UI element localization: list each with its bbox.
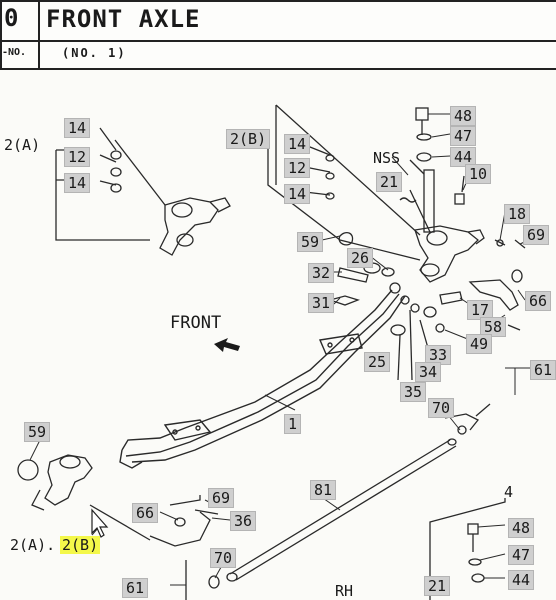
knuckle-lower-left (17, 454, 220, 600)
callout-12: 12 (284, 158, 311, 178)
leader-lines (29, 113, 541, 586)
page-subtitle: (NO. 1) (62, 46, 127, 60)
page-title: FRONT AXLE (46, 5, 201, 33)
parts-diagram (17, 104, 541, 600)
callout-26: 26 (347, 248, 374, 268)
callout-36: 36 (230, 511, 257, 531)
callout-14: 14 (64, 173, 91, 193)
tie-rod (226, 403, 491, 582)
callout-31: 31 (308, 293, 335, 313)
callout-48: 48 (508, 518, 535, 538)
callout-10: 10 (465, 164, 492, 184)
callout-14: 14 (284, 134, 311, 154)
callout-58: 58 (480, 317, 507, 337)
callout-81: 81 (310, 480, 337, 500)
callout-25: 25 (364, 352, 391, 372)
callout-66: 66 (132, 503, 159, 523)
callout-4: 4 (504, 483, 514, 501)
callout-14: 14 (64, 118, 91, 138)
title-cell (38, 0, 556, 44)
front-direction-label: FRONT (170, 313, 222, 333)
callout-nss: NSS (373, 149, 401, 167)
callout-44: 44 (450, 147, 477, 167)
callout-59: 59 (297, 232, 324, 252)
callout-70: 70 (210, 548, 237, 568)
callout-35: 35 (400, 382, 427, 402)
callout-32: 32 (308, 263, 335, 283)
callout-48: 48 (450, 106, 477, 126)
axle-beam (119, 289, 406, 469)
no-label: -NO. (2, 47, 27, 58)
callout-14: 14 (284, 184, 311, 204)
subtitle-cell (38, 40, 556, 70)
knuckle-group-2b (267, 104, 485, 283)
callout-18: 18 (504, 204, 531, 224)
callout-33: 33 (425, 345, 452, 365)
callout-21: 21 (424, 576, 451, 596)
callout-47: 47 (508, 545, 535, 565)
callout-2a-top: 2(A) (4, 136, 41, 154)
callout-12: 12 (64, 147, 91, 167)
callout-2b-bottom-highlighted[interactable]: 2(B) (60, 536, 101, 554)
callout-69: 69 (523, 225, 550, 245)
callout-44: 44 (508, 570, 535, 590)
callout-61: 61 (122, 578, 149, 598)
callout-70: 70 (428, 398, 455, 418)
mouse-cursor-icon (91, 508, 109, 538)
tie-rod-end-right (468, 239, 526, 345)
fastener-cluster (327, 231, 463, 381)
callout-2a-bottom: 2(A). (10, 536, 56, 554)
callout-47: 47 (450, 126, 477, 146)
front-arrow-icon (214, 338, 240, 352)
knuckle-group-2a (55, 127, 231, 256)
callout-2b-top: 2(B) (226, 129, 271, 149)
callout-66: 66 (525, 291, 552, 311)
sheet-number: 0 (4, 4, 19, 32)
callout-69: 69 (208, 488, 235, 508)
callout-59: 59 (24, 422, 51, 442)
callout-21: 21 (376, 172, 403, 192)
callout-34: 34 (415, 362, 442, 382)
callout-61: 61 (530, 360, 556, 380)
no-label-cell (0, 40, 40, 70)
callout-49: 49 (466, 334, 493, 354)
callout-rh: RH (335, 582, 354, 600)
callout-1: 1 (284, 414, 302, 434)
sheet-number-cell (0, 0, 40, 44)
